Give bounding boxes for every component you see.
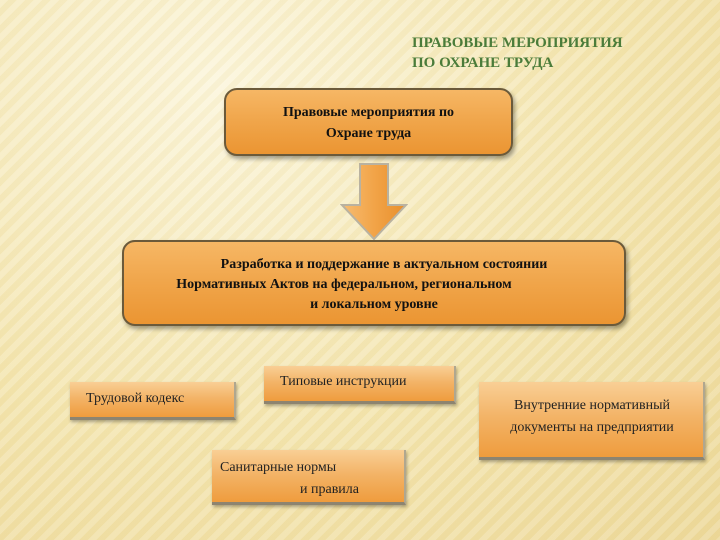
- sanitary-norms-line1: Санитарные нормы: [220, 460, 337, 475]
- down-arrow-icon: [340, 163, 408, 241]
- main-box: Разработка и поддержание в актуальном со…: [122, 240, 626, 326]
- main-box-line1: Разработка и поддержание в актуальном со…: [220, 257, 548, 272]
- slide-title-line2: ПО ОХРАНЕ ТРУДА: [412, 55, 554, 71]
- internal-documents-box: Внутренние нормативный документы на пред…: [479, 382, 705, 460]
- sanitary-norms-line2: и правила: [300, 482, 360, 497]
- top-box-line2: Охране труда: [325, 126, 412, 141]
- slide-title-line1: ПРАВОВЫЕ МЕРОПРИЯТИЯ: [412, 35, 623, 51]
- labor-code-box: Трудовой кодекс: [70, 382, 236, 420]
- top-box: Правовые мероприятия по Охране труда: [224, 88, 513, 156]
- main-box-line2: Нормативных Актов на федеральном, регион…: [176, 277, 512, 292]
- main-box-line3: и локальном уровне: [310, 297, 438, 312]
- typical-instructions-box: Типовые инструкции: [264, 366, 456, 404]
- internal-documents-line1: Внутренние нормативный: [513, 398, 671, 413]
- sanitary-norms-box: Санитарные нормы и правила: [212, 450, 406, 505]
- top-box-line1: Правовые мероприятия по: [282, 105, 455, 120]
- internal-documents-line2: документы на предприятии: [510, 420, 674, 435]
- typical-instructions-label: Типовые инструкции: [280, 374, 407, 389]
- slide-title: ПРАВОВЫЕ МЕРОПРИЯТИЯ ПО ОХРАНЕ ТРУДА: [412, 33, 712, 73]
- labor-code-label: Трудовой кодекс: [86, 391, 185, 406]
